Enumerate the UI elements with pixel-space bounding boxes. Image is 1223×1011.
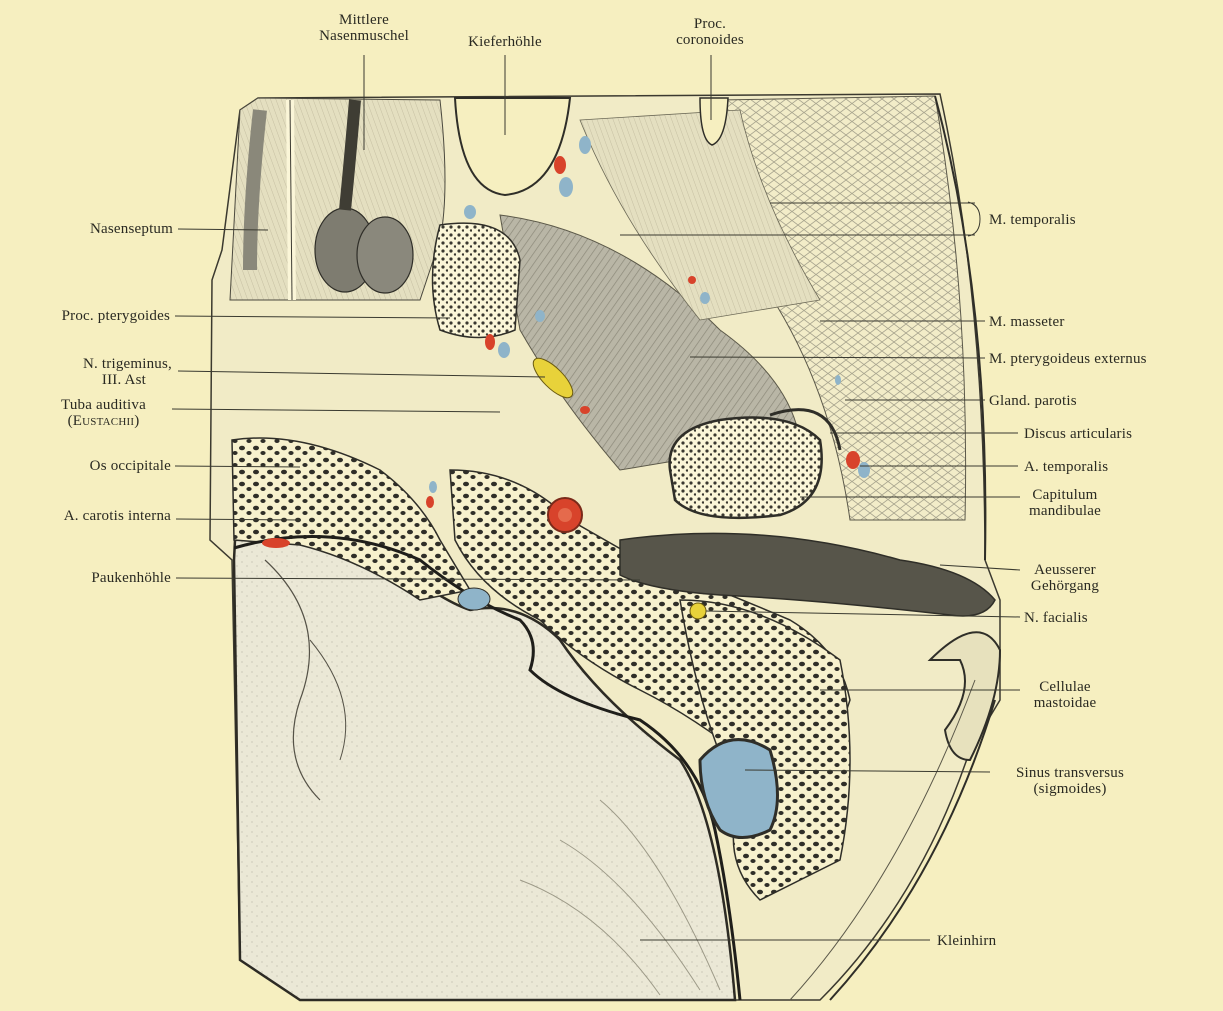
label-line: Proc. [650,16,770,32]
label-gland-parotis: Gland. parotis [989,393,1077,409]
label-line: Capitulum [1015,487,1115,503]
label-mittlere-nasenmuschel: Mittlere Nasenmuschel [294,12,434,44]
label-proc-pterygoides: Proc. pterygoides [0,308,170,324]
label-a-temporalis: A. temporalis [1024,459,1108,475]
label-line: Tuba auditiva [36,397,171,413]
label-tuba-auditiva: Tuba auditiva (Eustachii) [36,397,171,429]
label-kleinhirn: Kleinhirn [937,933,996,949]
label-paukenhoehle: Paukenhöhle [0,570,171,586]
label-n-facialis: N. facialis [1024,610,1088,626]
label-proc-coronoides: Proc. coronoides [650,16,770,48]
label-line: Aeusserer [1015,562,1115,578]
label-line: Mittlere [294,12,434,28]
label-m-pterygoideus-externus: M. pterygoideus externus [989,351,1147,367]
label-m-masseter: M. masseter [989,314,1065,330]
label-a-carotis-interna: A. carotis interna [0,508,171,524]
label-line: mastoidae [1015,695,1115,711]
label-line: Sinus transversus [990,765,1150,781]
label-kieferhoehle: Kieferhöhle [445,34,565,50]
label-line: III. Ast [0,372,172,388]
label-line: (sigmoides) [990,781,1150,797]
label-cellulae-mastoidae: Cellulae mastoidae [1015,679,1115,711]
label-n-trigeminus: N. trigeminus, III. Ast [0,356,172,388]
label-line: coronoides [650,32,770,48]
label-line: (Eustachii) [36,413,171,429]
label-line: Cellulae [1015,679,1115,695]
label-line: Nasenmuschel [294,28,434,44]
label-discus-articularis: Discus articularis [1024,426,1132,442]
n-facialis [690,603,706,619]
paukenhoehle-vein [458,588,490,610]
label-nasenseptum: Nasenseptum [0,221,173,237]
label-m-temporalis: M. temporalis [989,212,1076,228]
label-line: Gehörgang [1015,578,1115,594]
label-capitulum-mandibulae: Capitulum mandibulae [1015,487,1115,519]
label-os-occipitale: Os occipitale [0,458,171,474]
label-line: N. trigeminus, [0,356,172,372]
label-line: mandibulae [1015,503,1115,519]
label-aeusserer-gehoergang: Aeusserer Gehörgang [1015,562,1115,594]
mandibular-condyle [670,418,822,518]
a-temporalis [846,451,860,469]
label-sinus-transversus: Sinus transversus (sigmoides) [990,765,1150,797]
pterygoid-bone [433,223,521,337]
